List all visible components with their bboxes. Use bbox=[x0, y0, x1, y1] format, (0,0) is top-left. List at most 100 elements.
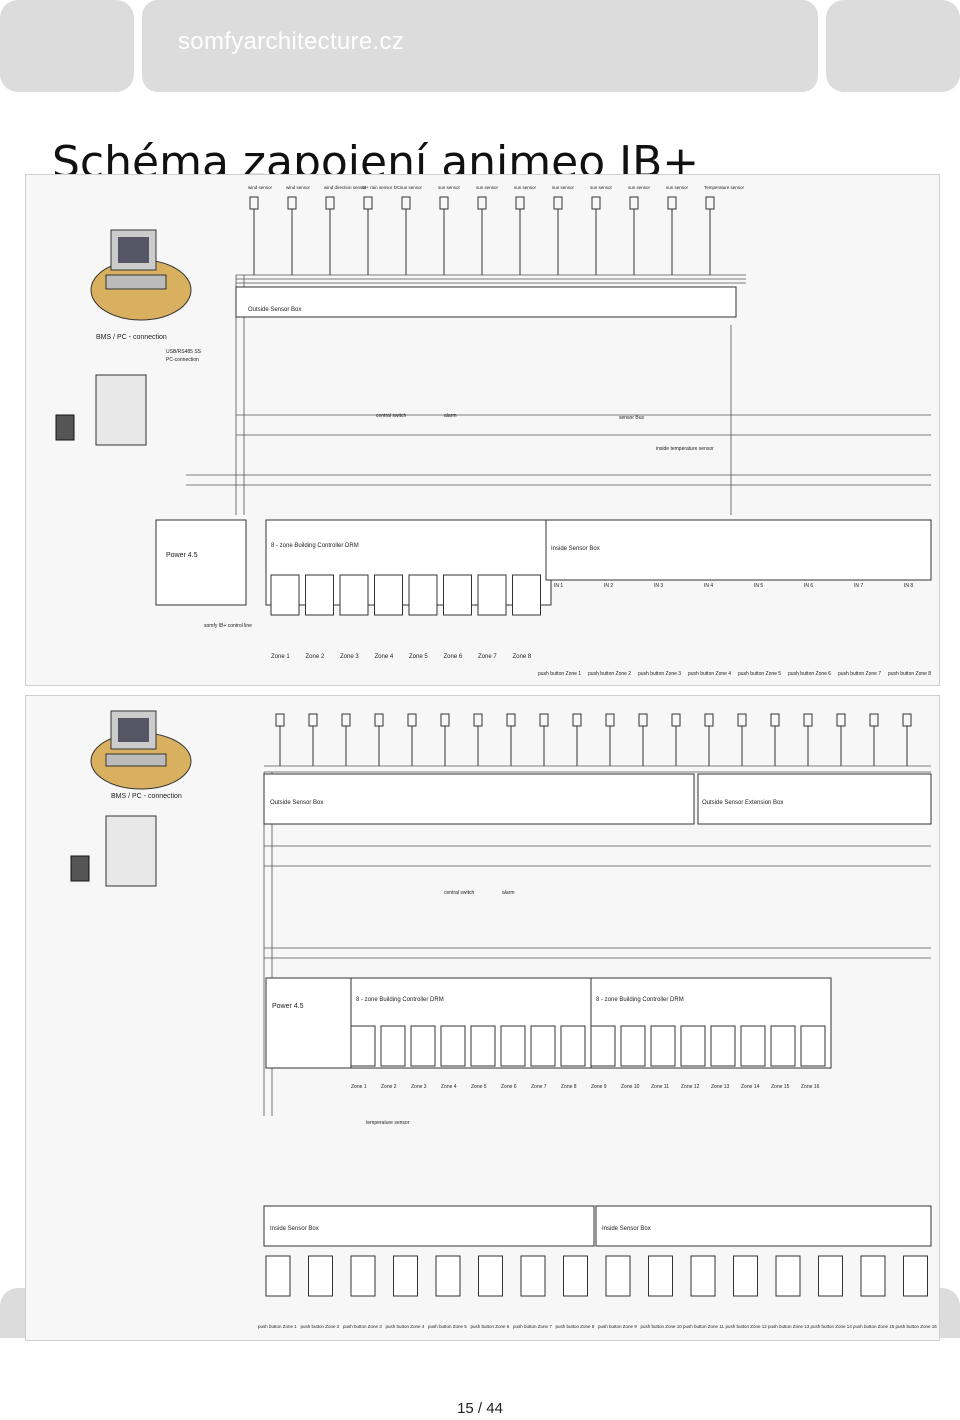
bus-lines bbox=[186, 274, 931, 515]
zone-output-block bbox=[440, 1025, 466, 1067]
converter bbox=[95, 374, 147, 446]
zone-label: Zone 8 bbox=[513, 654, 532, 660]
sensor-icon bbox=[638, 713, 648, 727]
header-frame: somfyarchitecture.cz bbox=[142, 0, 818, 92]
inside-box-a-label: Inside Sensor Box bbox=[270, 1226, 319, 1232]
zone-label: Zone 11 bbox=[651, 1084, 669, 1090]
inside-sensor-box-a bbox=[263, 1205, 595, 1247]
input-block bbox=[265, 1255, 291, 1297]
wiring-diagram-16-zone-svg: BMS / PC - connection Outside Sensor Box… bbox=[70, 710, 937, 1329]
push-button-label: push button Zone 13 bbox=[768, 1324, 810, 1329]
zone-label: Zone 6 bbox=[444, 654, 463, 660]
sensor-label: Temperature sensor bbox=[704, 185, 745, 190]
corner-frame-top-left bbox=[0, 0, 134, 92]
inside-sensor-box bbox=[545, 519, 932, 581]
inside-temp-label: inside temperature sensor bbox=[656, 446, 714, 452]
usb-label: USB/RS485 SS bbox=[166, 349, 202, 355]
sensor-label: sun sensor bbox=[438, 185, 461, 190]
sensor-label: wind sensor bbox=[286, 185, 311, 190]
zone-output-block bbox=[740, 1025, 766, 1067]
sensor-icon bbox=[439, 196, 449, 210]
sensor-label: IB+ rain sensor DC bbox=[362, 185, 401, 190]
sensor-label: sun sensor bbox=[476, 185, 499, 190]
alarm-label: alarm bbox=[502, 890, 515, 896]
sensor-label: wind sensor bbox=[248, 185, 273, 190]
inside-box-b-label: Inside Sensor Box bbox=[602, 1226, 651, 1232]
push-button-label: push button Zone 8 bbox=[888, 671, 931, 677]
sensor-icon bbox=[539, 713, 549, 727]
zone-output-block bbox=[408, 574, 438, 616]
zone-output-block bbox=[650, 1025, 676, 1067]
input-block bbox=[690, 1255, 716, 1297]
zone-label: Zone 5 bbox=[471, 1084, 487, 1090]
input-block bbox=[435, 1255, 461, 1297]
zone-label: Zone 4 bbox=[441, 1084, 457, 1090]
zone-label: Zone 16 bbox=[801, 1084, 820, 1090]
sensor-icon bbox=[308, 713, 318, 727]
zone-label: Zone 9 bbox=[591, 1084, 607, 1090]
bms-label: BMS / PC - connection bbox=[111, 793, 182, 800]
input-block bbox=[818, 1255, 843, 1297]
sensor-icon bbox=[705, 196, 715, 210]
zone-label: Zone 13 bbox=[711, 1084, 730, 1090]
input-label: IN 4 bbox=[704, 583, 713, 589]
footer-band bbox=[0, 1338, 960, 1420]
push-button-label: push button Zone 2 bbox=[301, 1324, 340, 1329]
zone-label: Zone 15 bbox=[771, 1084, 790, 1090]
zone-output-block bbox=[620, 1025, 646, 1067]
extension-box-label: Outside Sensor Extension Box bbox=[702, 800, 783, 806]
zone-output-block bbox=[305, 574, 334, 616]
zone-output-block bbox=[477, 574, 507, 616]
zone-output-block bbox=[270, 574, 300, 616]
power-supply-box bbox=[265, 977, 352, 1069]
push-button-label: push button Zone 9 bbox=[598, 1324, 637, 1329]
input-label: IN 5 bbox=[754, 583, 763, 589]
push-button-row: push button Zone 1 push button Zone 2 push… bbox=[258, 1255, 937, 1329]
zone-output-block bbox=[500, 1025, 526, 1067]
converter bbox=[105, 815, 157, 887]
zone-output-block bbox=[410, 1025, 436, 1067]
zone-label: Zone 3 bbox=[340, 654, 359, 660]
input-label: IN 6 bbox=[804, 583, 813, 589]
sensor-icon bbox=[869, 713, 879, 727]
inside-sensor-box-b bbox=[595, 1205, 932, 1247]
power-plug-icon bbox=[70, 855, 90, 882]
sensor-icon bbox=[803, 713, 813, 727]
bus-lines bbox=[263, 765, 931, 1116]
push-button-label: push button Zone 7 bbox=[513, 1324, 552, 1329]
input-block bbox=[775, 1255, 801, 1297]
push-button-label: push button Zone 5 bbox=[738, 671, 781, 677]
zone-output-block bbox=[680, 1025, 706, 1067]
power-supply-box bbox=[155, 519, 247, 606]
zone-output-block bbox=[560, 1025, 586, 1067]
sensor-icon bbox=[401, 196, 411, 210]
zone-label: Zone 5 bbox=[409, 654, 428, 660]
sensor-icon bbox=[704, 713, 714, 727]
sensor-icon bbox=[363, 196, 373, 210]
zone-label: Zone 14 bbox=[741, 1084, 760, 1090]
sensor-icon bbox=[473, 713, 483, 727]
sensor-icon bbox=[325, 196, 335, 210]
zone-output-block bbox=[380, 1025, 406, 1067]
bms-label: BMS / PC - connection bbox=[96, 334, 167, 341]
zone-output-block bbox=[443, 574, 472, 616]
zone-output-block bbox=[470, 1025, 496, 1067]
power-label: Power 4.5 bbox=[272, 1003, 304, 1010]
input-block bbox=[648, 1255, 673, 1297]
push-button-label: push button Zone 11 bbox=[683, 1324, 724, 1329]
push-button-label: push button Zone 4 bbox=[386, 1324, 425, 1329]
push-button-label: push button Zone 1 bbox=[258, 1324, 297, 1329]
sensor-label: sun sensor bbox=[628, 185, 651, 190]
input-block bbox=[860, 1255, 886, 1297]
input-label: IN 3 bbox=[654, 583, 663, 589]
push-button-label: push button Zone 1 bbox=[538, 671, 581, 677]
controller-a-label: 8 - zone Building Controller DRM bbox=[356, 997, 444, 1003]
sensor-icon bbox=[667, 196, 677, 210]
site-label: somfyarchitecture.cz bbox=[178, 28, 405, 55]
zone-output-block bbox=[800, 1025, 826, 1067]
outside-box-label: Outside Sensor Box bbox=[270, 800, 323, 806]
input-label: IN 2 bbox=[604, 583, 613, 589]
